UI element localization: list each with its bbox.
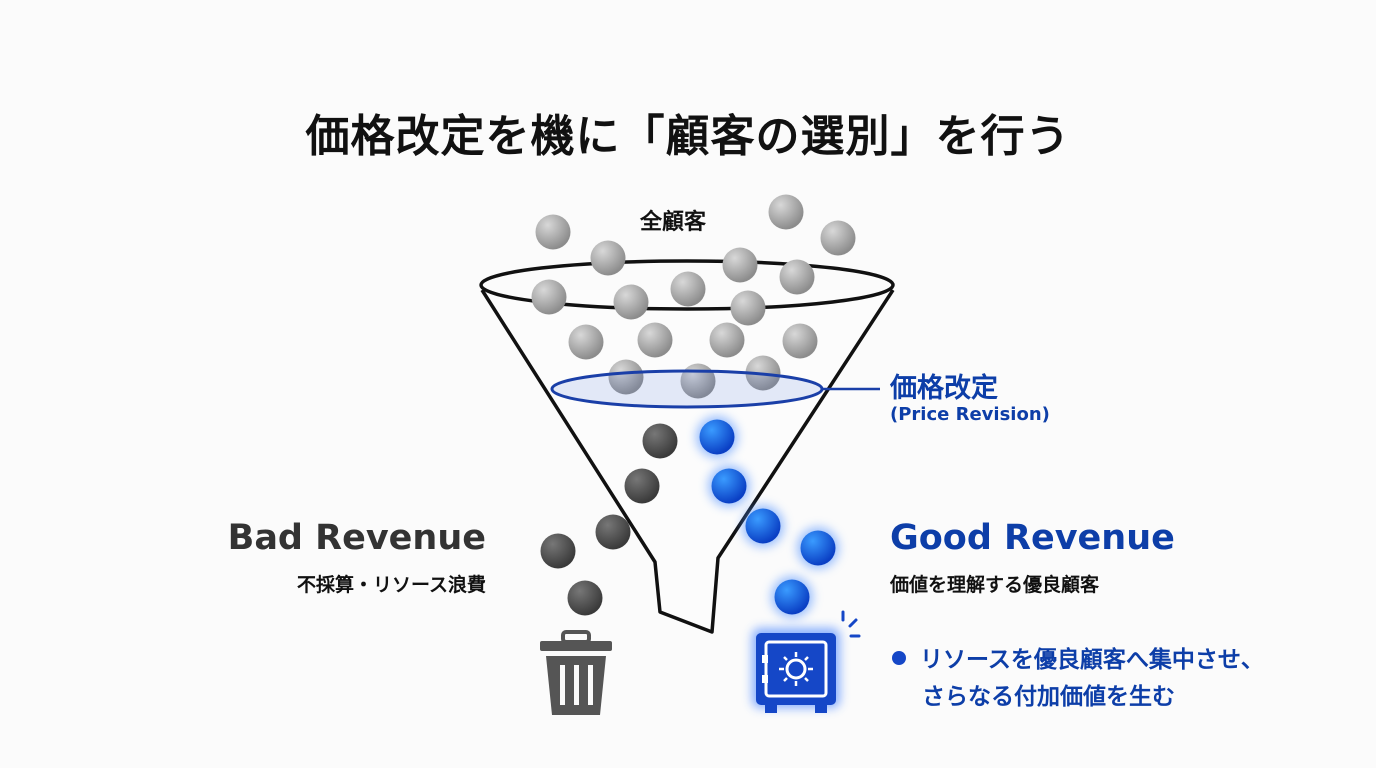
- customer-ball: [590, 240, 626, 276]
- good-revenue-title: Good Revenue: [890, 518, 1175, 558]
- customer-ball: [768, 194, 804, 230]
- safe-icon: [752, 610, 861, 713]
- good-revenue-subtitle: 価値を理解する優良顧客: [890, 574, 1100, 596]
- good-customer-ball: [711, 468, 747, 504]
- customer-ball: [820, 220, 856, 256]
- customer-ball: [637, 322, 673, 358]
- good-customer-ball: [699, 419, 735, 455]
- customer-ball: [613, 284, 649, 320]
- customer-ball: [779, 259, 815, 295]
- customer-ball: [608, 359, 644, 395]
- price-revision-label: 価格改定: [890, 373, 998, 404]
- customer-ball: [535, 214, 571, 250]
- bad-customer-ball: [642, 423, 678, 459]
- customer-ball: [531, 279, 567, 315]
- good-customer-ball: [800, 530, 836, 566]
- price-revision-filter: [550, 369, 880, 409]
- price-revision-label-en: (Price Revision): [890, 404, 1050, 425]
- bad-customer-ball: [567, 580, 603, 616]
- all-customers-label: 全顧客: [640, 210, 707, 235]
- good-customer-ball: [745, 508, 781, 544]
- bad-revenue-title: Bad Revenue: [227, 518, 486, 558]
- customer-ball: [568, 324, 604, 360]
- bullet-dot-icon: [892, 650, 906, 665]
- good-customer-ball: [774, 579, 810, 615]
- bad-revenue-subtitle: 不採算・リソース浪費: [296, 574, 486, 596]
- page-title: 価格改定を機に「顧客の選別」を行う: [305, 111, 1071, 162]
- customer-ball: [782, 323, 818, 359]
- customer-ball: [730, 290, 766, 326]
- good-revenue-bullet: リソースを優良顧客へ集中させ、: [892, 640, 1264, 674]
- trash-icon: [540, 630, 612, 715]
- bad-customer-ball: [540, 533, 576, 569]
- good-revenue-bullet-cont: さらなる付加価値を生む: [922, 684, 1175, 710]
- customer-ball: [722, 247, 758, 283]
- funnel: [479, 259, 895, 634]
- customer-ball: [709, 322, 745, 358]
- bad-customer-ball: [595, 514, 631, 550]
- bad-customer-ball: [624, 468, 660, 504]
- customer-ball: [670, 271, 706, 307]
